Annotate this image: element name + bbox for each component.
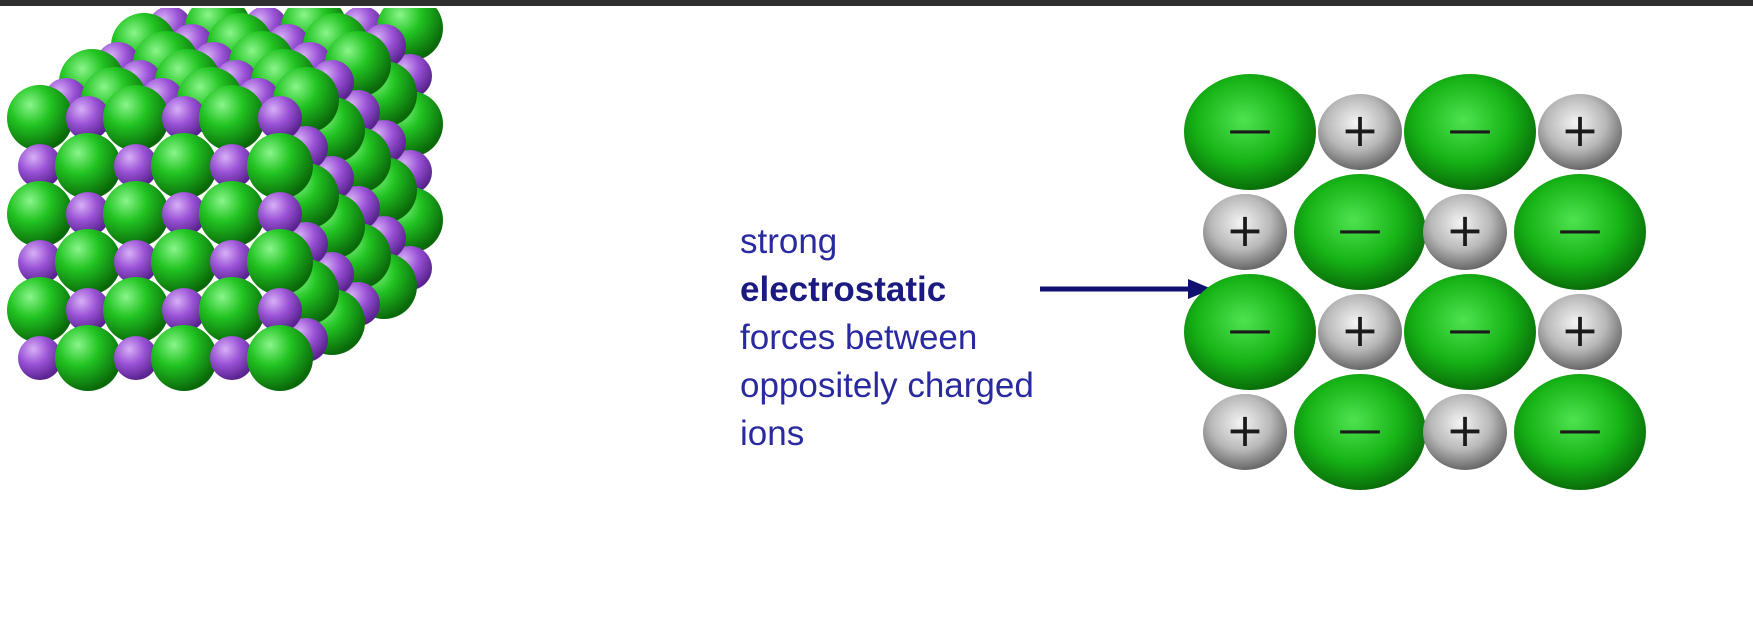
chloride-sphere bbox=[55, 229, 121, 295]
chloride-sphere bbox=[247, 325, 313, 391]
minus-sign: — bbox=[1448, 104, 1492, 155]
plus-sign: + bbox=[1561, 103, 1600, 157]
plus-sign: + bbox=[1561, 303, 1600, 357]
chloride-sphere bbox=[199, 85, 265, 151]
minus-sign: — bbox=[1228, 304, 1272, 355]
positive-ion: + bbox=[1538, 294, 1622, 370]
sodium-sphere bbox=[114, 336, 158, 380]
negative-ion: — bbox=[1514, 174, 1646, 290]
caption-line-forces: forces between bbox=[740, 318, 978, 357]
positive-ion: + bbox=[1203, 194, 1287, 270]
negative-ion: — bbox=[1294, 174, 1426, 290]
sodium-sphere bbox=[258, 288, 302, 332]
sodium-sphere bbox=[18, 144, 62, 188]
minus-sign: — bbox=[1228, 104, 1272, 155]
chloride-sphere bbox=[103, 277, 169, 343]
minus-sign: — bbox=[1338, 404, 1382, 455]
sodium-sphere bbox=[210, 144, 254, 188]
chloride-sphere bbox=[199, 277, 265, 343]
positive-ion: + bbox=[1318, 94, 1402, 170]
chloride-sphere bbox=[103, 181, 169, 247]
chloride-sphere bbox=[247, 229, 313, 295]
crystal-lattice-illustration bbox=[7, 8, 443, 391]
caption-line-ions: ions bbox=[740, 414, 805, 453]
negative-ion: — bbox=[1404, 74, 1536, 190]
chloride-sphere bbox=[55, 133, 121, 199]
positive-ion: + bbox=[1318, 294, 1402, 370]
caption-line-electrostatic: electrostatic bbox=[740, 270, 947, 309]
sodium-sphere bbox=[258, 96, 302, 140]
chloride-sphere bbox=[7, 181, 73, 247]
sodium-sphere bbox=[162, 96, 206, 140]
sodium-sphere bbox=[66, 96, 110, 140]
sodium-sphere bbox=[114, 144, 158, 188]
negative-ion: — bbox=[1404, 274, 1536, 390]
positive-ion: + bbox=[1203, 394, 1287, 470]
sodium-sphere bbox=[18, 240, 62, 284]
chloride-sphere bbox=[247, 133, 313, 199]
sodium-sphere bbox=[18, 336, 62, 380]
sodium-sphere bbox=[162, 192, 206, 236]
positive-ion: + bbox=[1423, 194, 1507, 270]
sodium-sphere bbox=[114, 240, 158, 284]
sodium-sphere bbox=[258, 192, 302, 236]
plus-sign: + bbox=[1446, 203, 1485, 257]
caption-line-strong: strong bbox=[740, 222, 838, 261]
sodium-sphere bbox=[162, 288, 206, 332]
negative-ion: — bbox=[1184, 74, 1316, 190]
plus-sign: + bbox=[1446, 403, 1485, 457]
plus-sign: + bbox=[1341, 103, 1380, 157]
chloride-sphere bbox=[103, 85, 169, 151]
sodium-sphere bbox=[66, 192, 110, 236]
minus-sign: — bbox=[1448, 304, 1492, 355]
plus-sign: + bbox=[1226, 203, 1265, 257]
chloride-sphere bbox=[55, 325, 121, 391]
top-bar bbox=[0, 0, 1753, 6]
caption-line-oppositely: oppositely charged bbox=[740, 366, 1034, 405]
ion-grid-diagram: — + — + + — + — — + — + + — + — bbox=[1184, 74, 1646, 490]
negative-ion: — bbox=[1184, 274, 1316, 390]
minus-sign: — bbox=[1558, 204, 1602, 255]
plus-sign: + bbox=[1341, 303, 1380, 357]
chloride-sphere bbox=[7, 277, 73, 343]
chloride-sphere bbox=[151, 133, 217, 199]
sodium-sphere bbox=[66, 288, 110, 332]
caption: strong electrostatic forces between oppo… bbox=[740, 218, 1034, 458]
positive-ion: + bbox=[1538, 94, 1622, 170]
arrow-icon bbox=[1040, 279, 1212, 299]
minus-sign: — bbox=[1558, 404, 1602, 455]
negative-ion: — bbox=[1294, 374, 1426, 490]
chloride-sphere bbox=[151, 229, 217, 295]
lattice-spheres bbox=[7, 8, 443, 391]
chloride-sphere bbox=[151, 325, 217, 391]
sodium-sphere bbox=[210, 336, 254, 380]
chloride-sphere bbox=[7, 85, 73, 151]
positive-ion: + bbox=[1423, 394, 1507, 470]
minus-sign: — bbox=[1338, 204, 1382, 255]
sodium-sphere bbox=[210, 240, 254, 284]
chloride-sphere bbox=[199, 181, 265, 247]
negative-ion: — bbox=[1514, 374, 1646, 490]
plus-sign: + bbox=[1226, 403, 1265, 457]
